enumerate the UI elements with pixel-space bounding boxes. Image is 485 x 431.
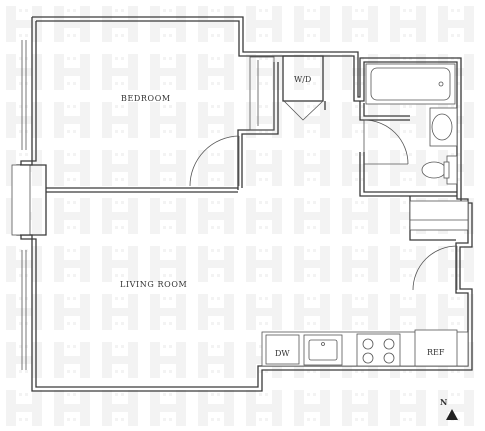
compass: N [440, 397, 458, 420]
compass-label: N [440, 397, 447, 407]
doors [189, 100, 458, 291]
appliance-label-washer-dryer: W/D [294, 75, 311, 84]
stove-icon [356, 333, 401, 367]
bathroom-fixtures [365, 63, 458, 185]
north-arrow-icon [446, 409, 458, 420]
hall-closet [409, 200, 469, 231]
refrigerator-icon [414, 329, 458, 367]
appliance-label-refrigerator: REF [427, 348, 445, 357]
room-label-bedroom: BEDROOM [121, 94, 171, 103]
dishwasher-icon [265, 334, 300, 365]
bathroom-sink-icon [431, 113, 453, 141]
appliance-label-dishwasher: DW [275, 349, 290, 358]
exterior-walls [11, 16, 473, 392]
interior-walls [46, 55, 457, 241]
room-label-living-room: LIVING ROOM [120, 280, 187, 289]
toilet-icon [421, 161, 447, 179]
kitchen [261, 329, 469, 367]
